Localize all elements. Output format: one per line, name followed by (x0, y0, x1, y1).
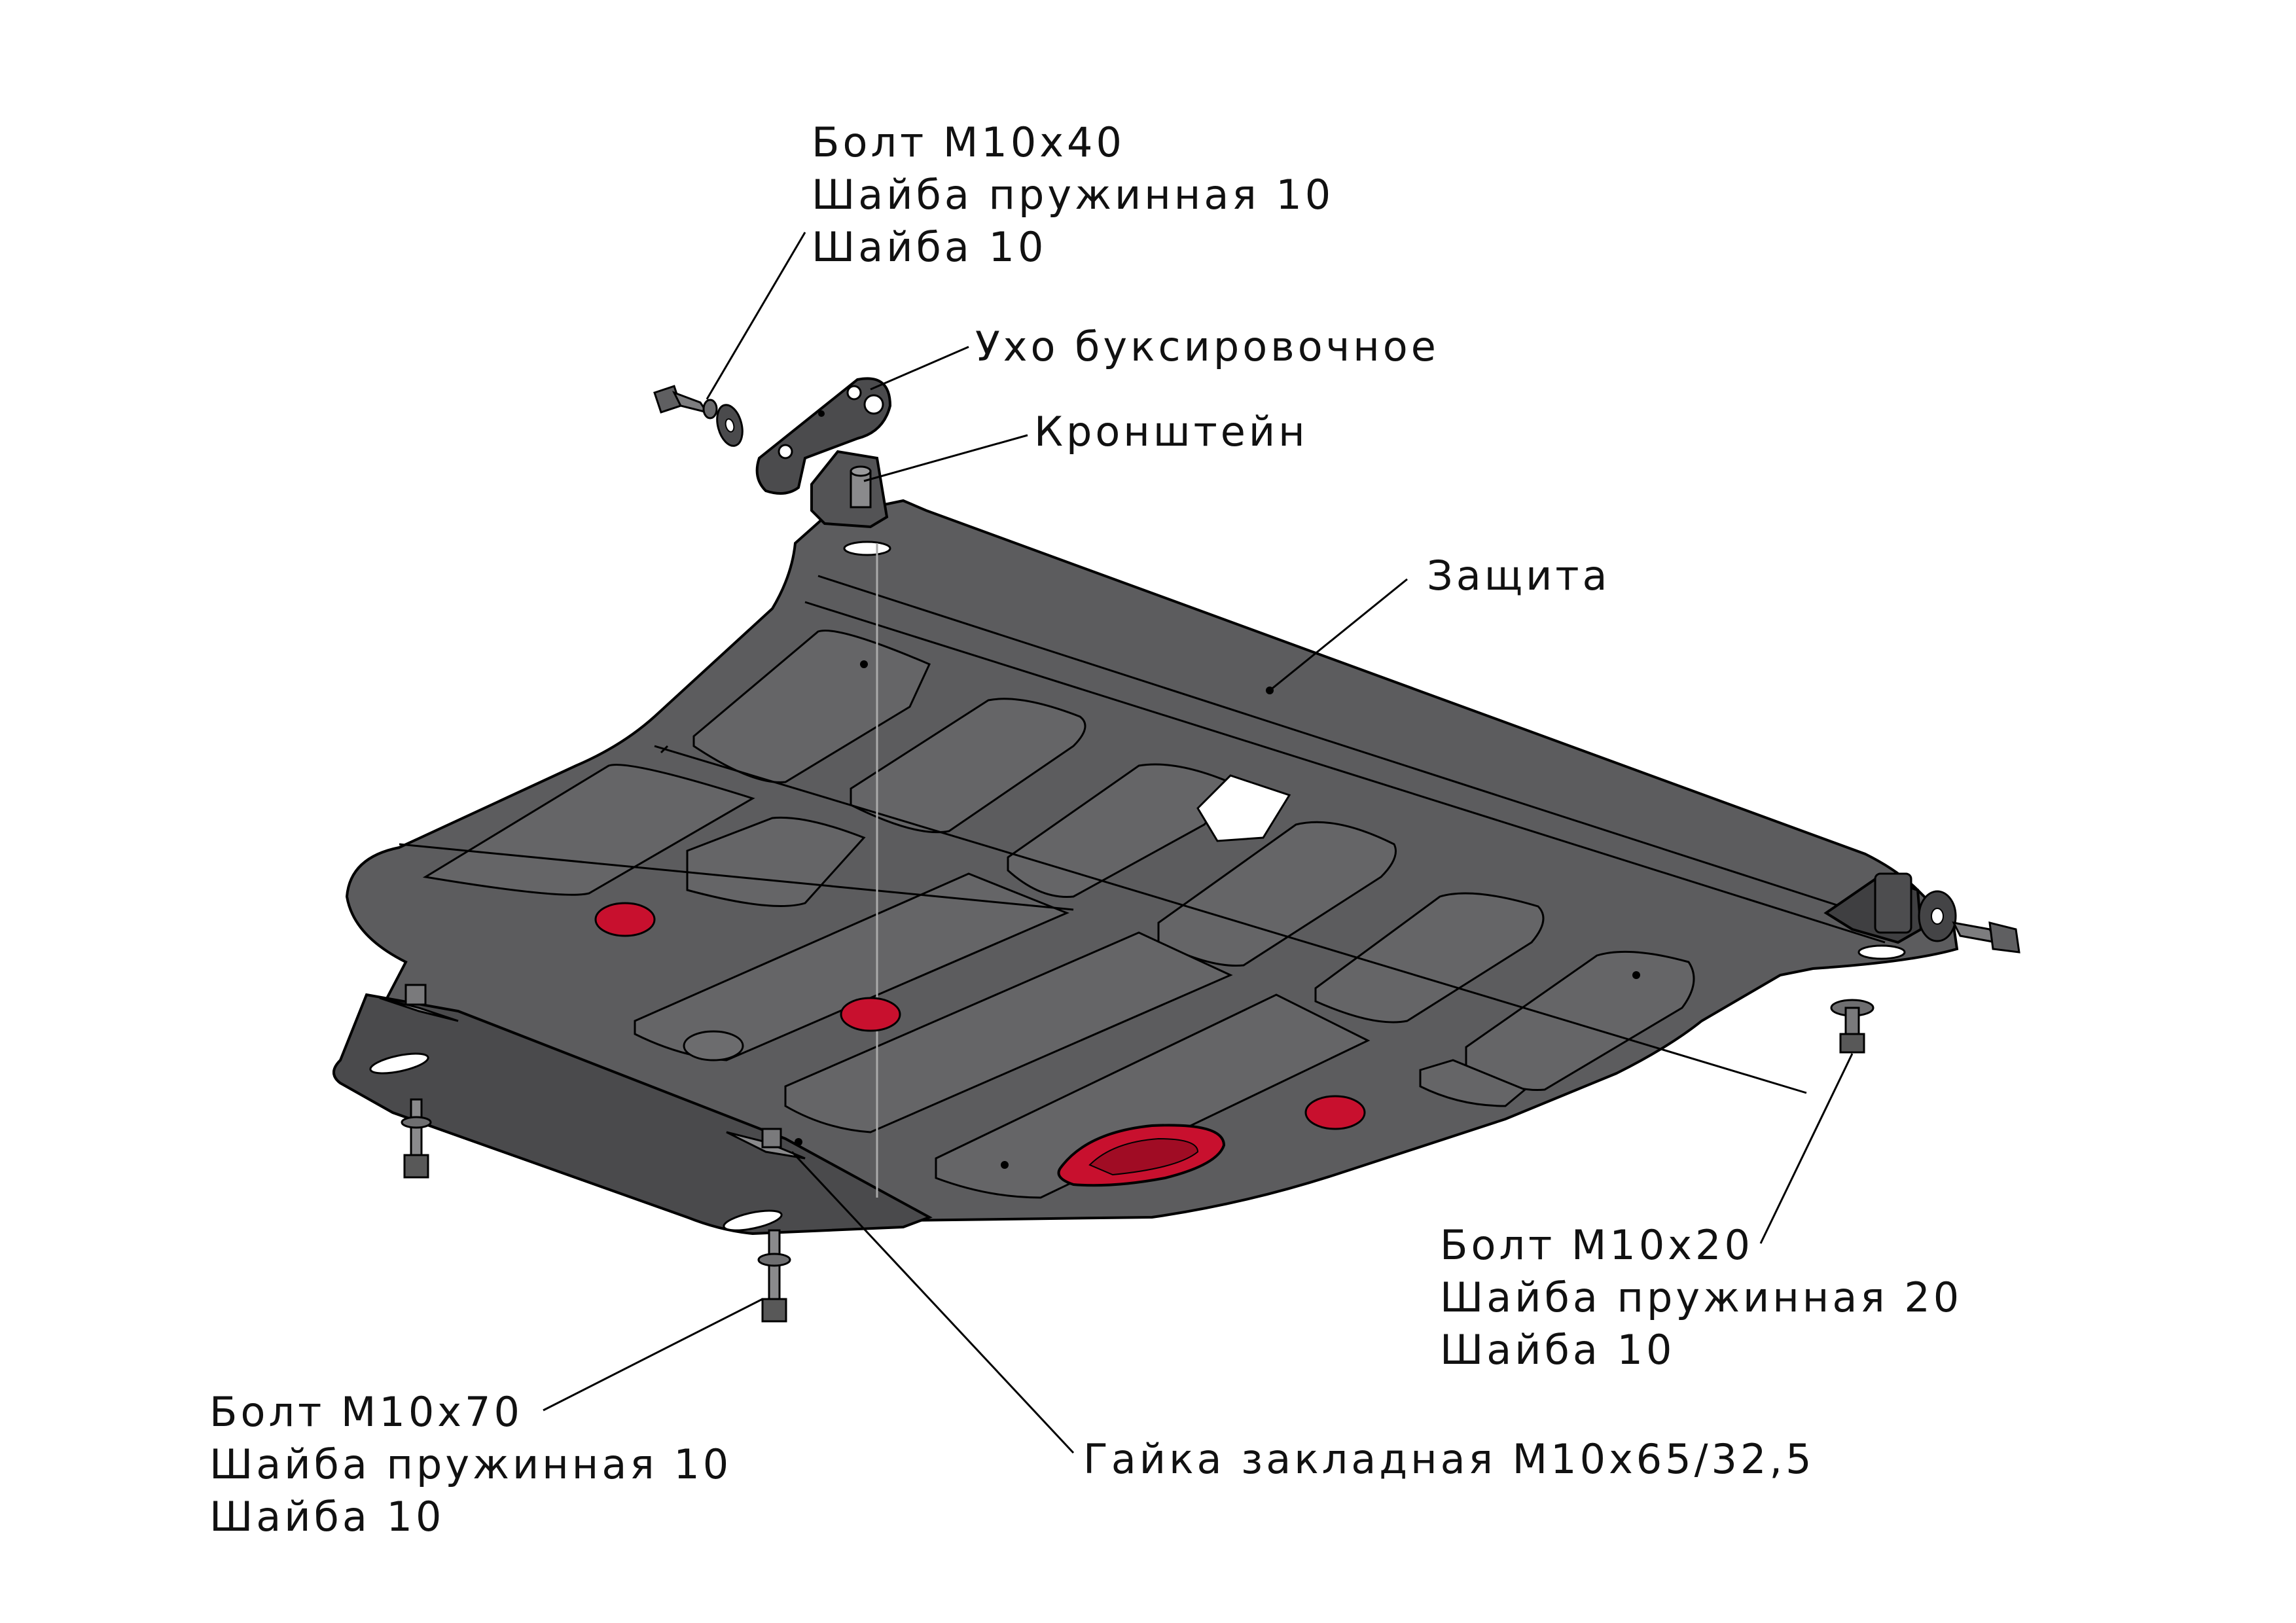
callout-right-fasteners: Болт М10х20 Шайба пружинная 20 Шайба 10 (1440, 1219, 1962, 1376)
leader-top-fasteners (706, 232, 806, 400)
plate-front-flange (332, 993, 933, 1236)
tow-eye (755, 377, 892, 495)
red-plug (840, 997, 901, 1032)
right-bracket-assembly (1823, 872, 2020, 954)
callout-bracket: Кронштейн (1034, 406, 1308, 458)
bracket (810, 450, 889, 529)
embedded-nut-label: Гайка закладная М10х65/32,5 (1083, 1435, 1815, 1483)
top-spring-washer-label: Шайба пружинная 10 (812, 171, 1335, 219)
callout-embedded-nut: Гайка закладная М10х65/32,5 (1083, 1433, 1815, 1486)
left-washer-label: Шайба 10 (209, 1493, 445, 1541)
flange-slot (369, 1052, 429, 1075)
tow-eye-assembly (755, 377, 892, 529)
protection-plate (332, 499, 1959, 1236)
right-washer-label: Шайба 10 (1440, 1326, 1676, 1374)
leader-embedded-nut (791, 1150, 1075, 1454)
plate-grid-lines (399, 745, 1807, 1094)
left-bolts (379, 984, 806, 1323)
guard-label: Защита (1427, 552, 1611, 599)
leader-lines (543, 232, 1854, 1454)
left-bolt-label: Болт М10х70 (209, 1388, 523, 1436)
callout-tow-eye: Ухо буксировочное (975, 321, 1439, 373)
leader-bracket (863, 434, 1028, 482)
right-lower-bolt (1830, 999, 1874, 1054)
red-plug (1304, 1095, 1366, 1130)
right-bolt-label: Болт М10х20 (1440, 1221, 1753, 1269)
callout-top-fasteners: Болт М10х40 Шайба пружинная 10 Шайба 10 (812, 116, 1334, 274)
tow-eye-label: Ухо буксировочное (975, 323, 1439, 370)
flange-slot (723, 1209, 783, 1232)
top-bolt-label: Болт М10х40 (812, 118, 1125, 166)
plate-ribs (422, 630, 1695, 1199)
leader-tow-eye (870, 346, 969, 391)
red-plug (594, 902, 656, 937)
top-bolt-assembly (653, 385, 744, 447)
callout-left-fasteners: Болт М10х70 Шайба пружинная 10 Шайба 10 (209, 1386, 732, 1543)
leader-guard (1269, 578, 1408, 692)
top-washer-label: Шайба 10 (812, 223, 1047, 271)
bracket-label: Кронштейн (1034, 408, 1308, 455)
right-spring-washer-label: Шайба пружинная 20 (1440, 1274, 1963, 1321)
leader-right-fasteners (1759, 1053, 1854, 1244)
drain-plugs (594, 902, 1366, 1187)
callout-guard: Защита (1427, 550, 1611, 602)
rear-slot (1857, 944, 1906, 960)
rear-slot (843, 541, 891, 556)
plate-cutout (1196, 774, 1291, 842)
leader-left-fasteners (543, 1298, 763, 1412)
left-spring-washer-label: Шайба пружинная 10 (209, 1440, 732, 1488)
plate-rear-rail (804, 575, 1892, 944)
